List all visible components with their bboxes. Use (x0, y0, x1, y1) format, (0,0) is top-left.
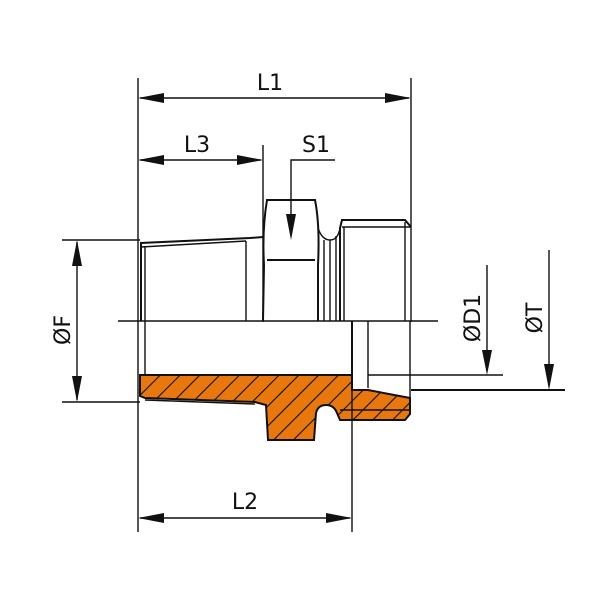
bore-lines (144, 321, 411, 398)
dimension-F: ØF (51, 240, 82, 402)
label-T: ØT (523, 302, 548, 333)
dimension-L2: L2 (138, 490, 352, 523)
label-L1: L1 (257, 71, 283, 96)
label-D1: ØD1 (461, 294, 486, 342)
dimension-S1: S1 (286, 133, 335, 240)
dimension-T: ØT (523, 250, 554, 390)
label-L2: L2 (232, 490, 258, 515)
dimension-L3: L3 (138, 133, 263, 165)
label-L3: L3 (184, 133, 210, 158)
label-F: ØF (51, 315, 76, 345)
fitting-outline (140, 199, 412, 322)
dimension-D1: ØD1 (461, 265, 492, 375)
section-hatch (139, 374, 411, 441)
label-S1: S1 (302, 133, 330, 158)
dimension-L1: L1 (138, 71, 411, 103)
